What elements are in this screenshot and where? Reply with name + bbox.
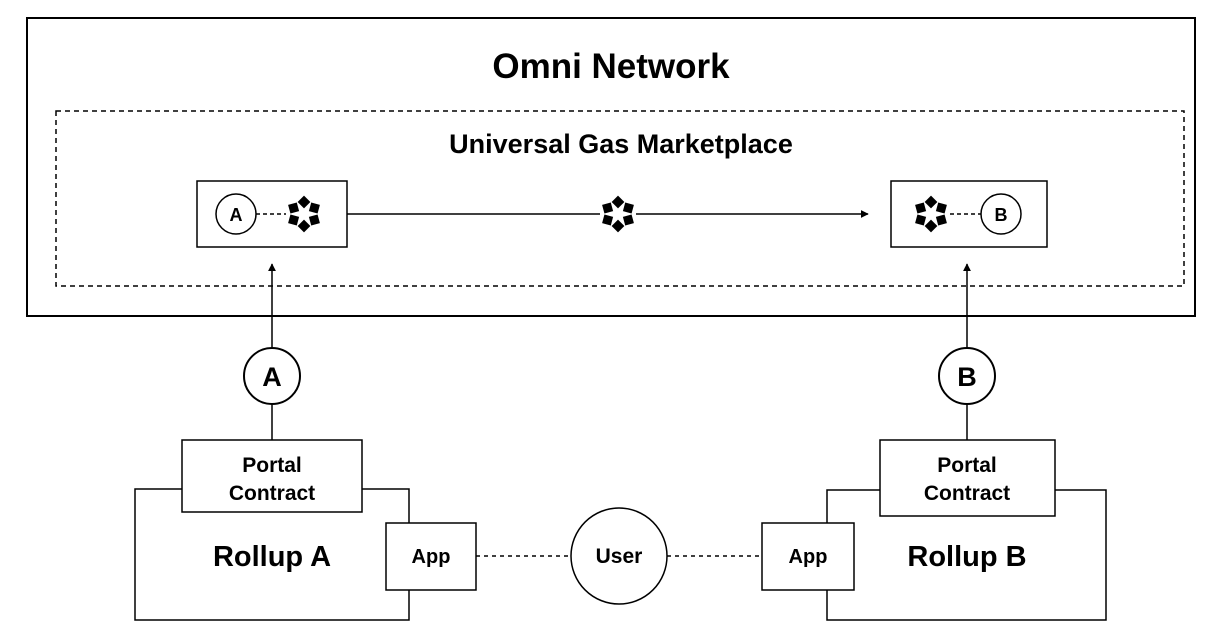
user-node [570, 507, 668, 605]
portal-b-line2: Contract [924, 482, 1010, 505]
chain-a-label: A [262, 362, 282, 392]
gas-marketplace-box [55, 110, 1185, 287]
rollup-a-box [134, 488, 410, 621]
app-b-label: App [789, 546, 828, 568]
portal-contract-a [181, 439, 363, 513]
chain-b-label: B [957, 362, 977, 392]
chain-a-mini-label: A [230, 205, 243, 225]
app-b [761, 522, 855, 591]
chain-b-mini-node [980, 193, 1022, 235]
gas-marketplace-title: Universal Gas Marketplace [449, 129, 793, 159]
omni-network-box [26, 17, 1196, 317]
marketplace-slot-b [890, 180, 1048, 248]
rollup-b-box [826, 489, 1107, 621]
app-a [385, 522, 477, 591]
rollup-b-title: Rollup B [907, 541, 1026, 573]
portal-a-line1: Portal [242, 454, 302, 477]
chain-b-mini-label: B [995, 205, 1008, 225]
portal-contract-b [879, 439, 1056, 517]
rollup-a-title: Rollup A [213, 541, 331, 573]
portal-a-line2: Contract [229, 482, 315, 505]
user-label: User [596, 545, 643, 568]
app-a-label: App [412, 546, 451, 568]
portal-b-line1: Portal [937, 454, 997, 477]
omni-network-title: Omni Network [492, 47, 730, 86]
